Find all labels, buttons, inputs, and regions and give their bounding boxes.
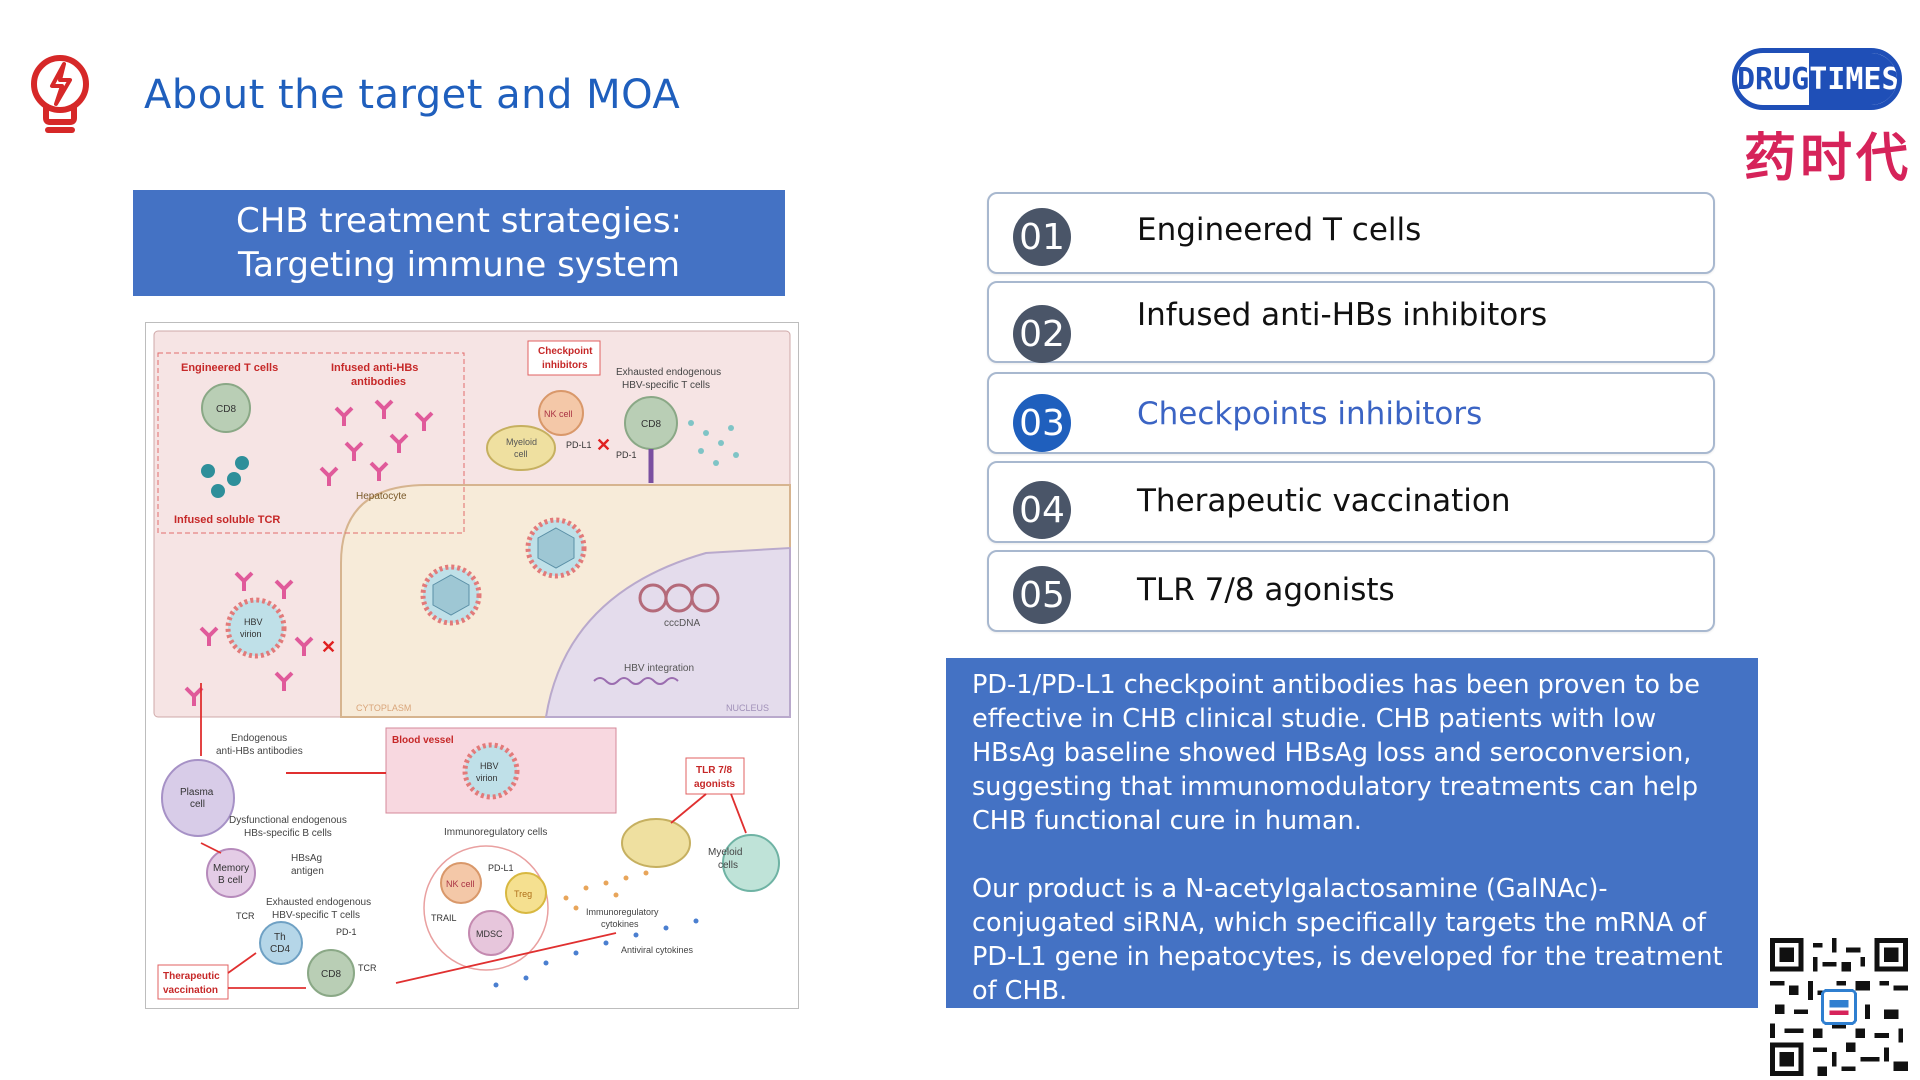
logo-chinese-text: 药时代 [1744, 129, 1913, 189]
label-hbsag-2: antigen [291, 866, 324, 877]
description-box: PD-1/PD-L1 checkpoint antibodies has bee… [946, 658, 1758, 1008]
label-myeloid-cells-2: cells [718, 860, 738, 871]
label-hbv-a2: virion [240, 629, 262, 639]
label-exhausted-b1: Exhausted endogenous [266, 897, 371, 908]
label-cccdna: cccDNA [664, 618, 700, 629]
label-engineered: Engineered T cells [181, 362, 278, 374]
banner-line2: Targeting immune system [238, 245, 680, 285]
strategy-label: TLR 7/8 agonists [1137, 572, 1395, 608]
label-immunoregulatory-cells: Immunoregulatory cells [444, 827, 547, 838]
cd8-cell-engineered [201, 383, 251, 433]
label-plasma-1: Plasma [180, 787, 214, 798]
label-pdl1-b: PD-L1 [488, 863, 514, 873]
label-cytoplasm: CYTOPLASM [356, 703, 411, 713]
strategy-number: 03 [1013, 394, 1071, 452]
cccdna-rings [638, 583, 720, 613]
label-antiviral-cytokines: Antiviral cytokines [621, 945, 694, 955]
label-hbv-b2: virion [476, 773, 498, 783]
label-nk-b: NK cell [446, 879, 475, 889]
label-hbv-a1: HBV [244, 617, 263, 627]
strategy-number: 05 [1013, 566, 1071, 624]
label-treg: Treg [514, 889, 532, 899]
strategy-item-01[interactable]: 01 Engineered T cells [987, 192, 1715, 274]
qr-code-icon [1770, 938, 1908, 1076]
label-therapeutic-1: Therapeutic [163, 971, 220, 982]
label-hbsag-1: HBsAg [291, 853, 322, 864]
strategy-item-05[interactable]: 05 TLR 7/8 agonists [987, 550, 1715, 632]
strategy-item-04[interactable]: 04 Therapeutic vaccination [987, 461, 1715, 543]
label-tcr-a: TCR [236, 911, 255, 921]
hbv-particle-1 [525, 517, 587, 579]
strategy-number: 04 [1013, 481, 1071, 539]
logo-left-text: DRUG [1737, 61, 1810, 97]
soluble-tcr-cluster [201, 456, 249, 498]
label-infused-1: Infused anti-HBs [331, 362, 418, 374]
page-title: About the target and MOA [144, 72, 681, 118]
label-hbv-integration: HBV integration [624, 663, 694, 674]
label-myeloid-a1: Myeloid [506, 437, 537, 447]
svg-text:✕: ✕ [321, 637, 336, 657]
strategy-label: Infused anti-HBs inhibitors [1137, 297, 1548, 333]
label-checkpoint-2: inhibitors [542, 360, 588, 371]
label-endogenous-1: Endogenous [231, 733, 287, 744]
label-therapeutic-2: vaccination [163, 985, 218, 996]
drugtimes-logo: DRUG TIMES 药时代 [1730, 46, 1910, 189]
label-pd1-b: PD-1 [336, 927, 357, 937]
banner-line1: CHB treatment strategies: [235, 201, 683, 241]
label-exhausted-1: Exhausted endogenous [616, 367, 721, 378]
description-paragraph-2: Our product is a N-acetylgalactosamine (… [972, 874, 1723, 1006]
label-trail: TRAIL [431, 913, 457, 923]
label-tlr-1: TLR 7/8 [696, 765, 733, 776]
label-memory-2: B cell [218, 875, 242, 886]
label-immunoregulatory-cytokines-1: Immunoregulatory [586, 907, 659, 917]
label-myeloid-cells-1: Myeloid [708, 847, 742, 858]
label-pdl1-a: PD-L1 [566, 440, 592, 450]
label-cd8-a: CD8 [216, 404, 236, 415]
label-hbv-b1: HBV [480, 761, 499, 771]
nucleus [544, 546, 791, 718]
hbv-virion-left: HBV virion [225, 597, 287, 659]
label-tlr-2: agonists [694, 779, 736, 790]
logo-right-text: TIMES [1809, 53, 1897, 105]
strategy-number: 01 [1013, 208, 1071, 266]
label-blood-vessel: Blood vessel [392, 735, 454, 746]
strategy-label: Therapeutic vaccination [1137, 483, 1511, 519]
label-tcr-b: TCR [358, 963, 377, 973]
label-nucleus: NUCLEUS [726, 703, 769, 713]
infused-antibodies [319, 399, 434, 486]
lightbulb-lightning-icon [31, 55, 89, 133]
strategy-label: Checkpoints inhibitors [1137, 396, 1483, 432]
moa-diagram: Engineered T cells Infused anti-HBs anti… [145, 322, 799, 1009]
label-pd1-a: PD-1 [616, 450, 637, 460]
label-cd8-b: CD8 [641, 419, 661, 430]
label-myeloid-a2: cell [514, 449, 528, 459]
strategies-banner: CHB treatment strategies: Targeting immu… [133, 190, 785, 296]
label-soluble-tcr: Infused soluble TCR [174, 514, 280, 526]
label-memory-1: Memory [213, 863, 249, 874]
label-dysfunctional-1: Dysfunctional endogenous [229, 815, 347, 826]
label-exhausted-2: HBV-specific T cells [622, 380, 710, 391]
strategy-item-02[interactable]: 02 Infused anti-HBs inhibitors [987, 281, 1715, 363]
label-th-2: CD4 [270, 944, 290, 955]
label-hepatocyte: Hepatocyte [356, 491, 407, 502]
label-endogenous-2: anti-HBs antibodies [216, 746, 303, 757]
label-mdsc: MDSC [476, 929, 503, 939]
label-checkpoint-1: Checkpoint [538, 346, 593, 357]
label-infused-2: antibodies [351, 376, 406, 388]
strategy-item-03[interactable]: 03 Checkpoints inhibitors [987, 372, 1715, 454]
label-th-1: Th [274, 932, 286, 943]
strategy-number: 02 [1013, 305, 1071, 363]
label-cd8-c: CD8 [321, 969, 341, 980]
label-dysfunctional-2: HBs-specific B cells [244, 828, 332, 839]
label-exhausted-b2: HBV-specific T cells [272, 910, 360, 921]
hbv-particle-2 [420, 564, 482, 626]
svg-text:✕: ✕ [596, 435, 611, 455]
label-immunoregulatory-cytokines-2: cytokines [601, 919, 639, 929]
label-nk-a: NK cell [544, 409, 573, 419]
strategy-label: Engineered T cells [1137, 212, 1422, 248]
description-paragraph-1: PD-1/PD-L1 checkpoint antibodies has bee… [972, 670, 1700, 836]
label-plasma-2: cell [190, 799, 205, 810]
